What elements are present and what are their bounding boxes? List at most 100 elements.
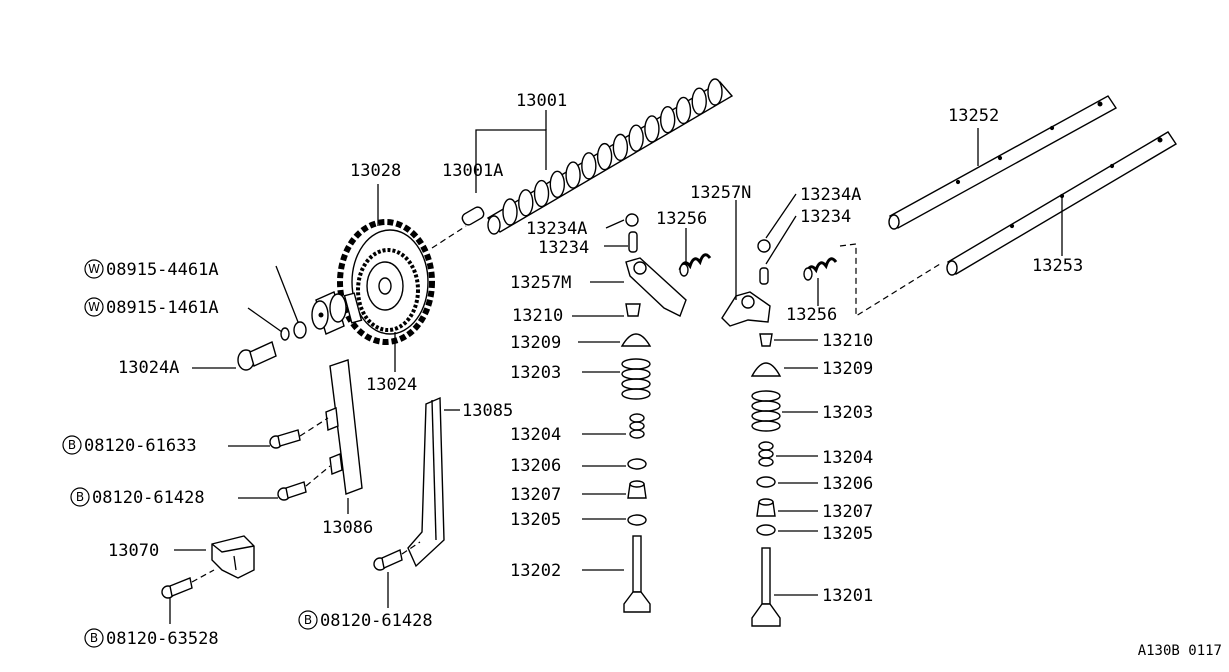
- part-label-p13024[interactable]: 13024: [366, 375, 417, 395]
- part-label-p13207_l[interactable]: 13207: [510, 485, 561, 505]
- valve-collet-13210-left[interactable]: [625, 303, 641, 317]
- part-prefix-badge: [84, 297, 104, 317]
- part-label-p13252[interactable]: 13252: [948, 106, 999, 126]
- valve-lash-adjuster-13234-right[interactable]: [759, 267, 769, 285]
- lock-washer-large[interactable]: [293, 321, 307, 339]
- valve-stem-seal-13204-left[interactable]: [629, 413, 645, 439]
- valve-lash-adjuster-13234-left[interactable]: [628, 231, 638, 253]
- part-label-p13203_l[interactable]: 13203: [510, 363, 561, 383]
- bolt-08120-61633[interactable]: [269, 429, 301, 449]
- part-label-p13204_r[interactable]: 13204: [822, 448, 873, 468]
- valve-oil-seal-13207-right[interactable]: [756, 498, 776, 517]
- part-label-p13206_r[interactable]: 13206: [822, 474, 873, 494]
- part-label-p13256_l[interactable]: 13256: [656, 209, 707, 229]
- part-label-p13210_l[interactable]: 13210: [512, 306, 563, 326]
- part-label-p13070[interactable]: 13070: [108, 541, 159, 561]
- part-number: 13024A: [118, 358, 179, 378]
- bolt-08120-63528[interactable]: [161, 577, 193, 599]
- distributor-drive-cam[interactable]: [311, 291, 347, 335]
- part-label-p13234A_l[interactable]: 13234A: [526, 219, 587, 239]
- part-label-p13206_l[interactable]: 13206: [510, 456, 561, 476]
- part-label-p13202[interactable]: 13202: [510, 561, 561, 581]
- camshaft-lobe: [549, 170, 566, 199]
- valve-oil-seal-13207-left[interactable]: [627, 480, 647, 499]
- camshaft[interactable]: [486, 78, 734, 235]
- washer-small[interactable]: [280, 327, 290, 341]
- part-label-p13028[interactable]: 13028: [350, 161, 401, 181]
- part-label-p13201[interactable]: 13201: [822, 586, 873, 606]
- spring-seat-13206-left[interactable]: [627, 458, 647, 470]
- part-number: 13070: [108, 541, 159, 561]
- part-number: 08120-61633: [84, 436, 197, 456]
- camshaft-sprocket[interactable]: [356, 248, 420, 332]
- bolt-08120-61428-lower[interactable]: [373, 549, 403, 571]
- part-number: 13001: [516, 91, 567, 111]
- part-label-p13257M[interactable]: 13257M: [510, 273, 571, 293]
- valve-lash-pad-13234A-left[interactable]: [625, 213, 639, 227]
- part-label-p13257N[interactable]: 13257N: [690, 183, 751, 203]
- camshaft-lobe: [659, 105, 676, 134]
- part-prefix-letter: B: [68, 438, 76, 452]
- part-label-p13234_r[interactable]: 13234: [800, 207, 851, 227]
- part-label-p13001[interactable]: 13001: [516, 91, 567, 111]
- part-label-p08120_61633[interactable]: B 08120-61633: [62, 435, 197, 456]
- exhaust-valve-13201[interactable]: [751, 547, 781, 627]
- part-label-p13085[interactable]: 13085: [462, 401, 513, 421]
- part-prefix-letter: W: [88, 262, 100, 276]
- part-prefix-letter: B: [90, 631, 98, 645]
- chain-guide-13086[interactable]: [325, 359, 363, 495]
- valve-stem-seal-13204-right[interactable]: [758, 441, 774, 467]
- part-label-p13207_r[interactable]: 13207: [822, 502, 873, 522]
- camshaft-sprocket-bolt[interactable]: [237, 341, 277, 371]
- part-label-p13210_r[interactable]: 13210: [822, 331, 873, 351]
- camshaft-dowel-pin[interactable]: [460, 205, 485, 226]
- part-label-p13209_l[interactable]: 13209: [510, 333, 561, 353]
- part-number: 13256: [656, 209, 707, 229]
- part-label-p13234A_r[interactable]: 13234A: [800, 185, 861, 205]
- valve-collet-13210-right[interactable]: [759, 333, 773, 347]
- part-label-p13253[interactable]: 13253: [1032, 256, 1083, 276]
- spring-seat-13206-right[interactable]: [756, 476, 776, 488]
- rocker-spring-13256-left[interactable]: [678, 253, 712, 277]
- sprocket-spacer[interactable]: [343, 292, 363, 324]
- rocker-spring-13256-right[interactable]: [803, 257, 838, 281]
- valve-lash-pad-13234A-right[interactable]: [757, 239, 771, 253]
- spring-retainer-13209-right[interactable]: [750, 362, 782, 377]
- part-label-p13205_r[interactable]: 13205: [822, 524, 873, 544]
- intake-valve-13202[interactable]: [623, 535, 651, 613]
- part-label-p13256_r[interactable]: 13256: [786, 305, 837, 325]
- part-label-p13209_r[interactable]: 13209: [822, 359, 873, 379]
- rocker-shaft-13252[interactable]: [888, 95, 1118, 230]
- valve-spring-13203-left[interactable]: [621, 358, 651, 400]
- part-number: 13234A: [526, 219, 587, 239]
- part-number: 13203: [822, 403, 873, 423]
- rocker-arm-13257M[interactable]: [625, 257, 687, 317]
- bolt-08120-61428-upper[interactable]: [277, 481, 307, 501]
- part-number: 13205: [510, 510, 561, 530]
- chain-tensioner-guide-13085[interactable]: [407, 396, 445, 568]
- rocker-arm-13257N[interactable]: [721, 291, 771, 327]
- part-label-p13086[interactable]: 13086: [322, 518, 373, 538]
- part-label-p13205_l[interactable]: 13205: [510, 510, 561, 530]
- part-label-p13234_l[interactable]: 13234: [538, 238, 589, 258]
- part-label-p13001A[interactable]: 13001A: [442, 161, 503, 181]
- spring-washer-13205-left[interactable]: [627, 514, 647, 526]
- camshaft-lobe: [707, 78, 723, 106]
- chain-tensioner-13070[interactable]: [211, 535, 255, 579]
- part-number: 13028: [350, 161, 401, 181]
- part-number: 13253: [1032, 256, 1083, 276]
- spring-retainer-13209-left[interactable]: [620, 333, 652, 347]
- spring-washer-13205-right[interactable]: [756, 524, 776, 536]
- part-label-p13024A[interactable]: 13024A: [118, 358, 179, 378]
- part-label-p13204_l[interactable]: 13204: [510, 425, 561, 445]
- part-label-p13203_r[interactable]: 13203: [822, 403, 873, 423]
- valve-spring-13203-right[interactable]: [751, 390, 781, 432]
- part-number: 13001A: [442, 161, 503, 181]
- camshaft-lobe: [565, 161, 581, 189]
- camshaft-lobe: [675, 96, 692, 125]
